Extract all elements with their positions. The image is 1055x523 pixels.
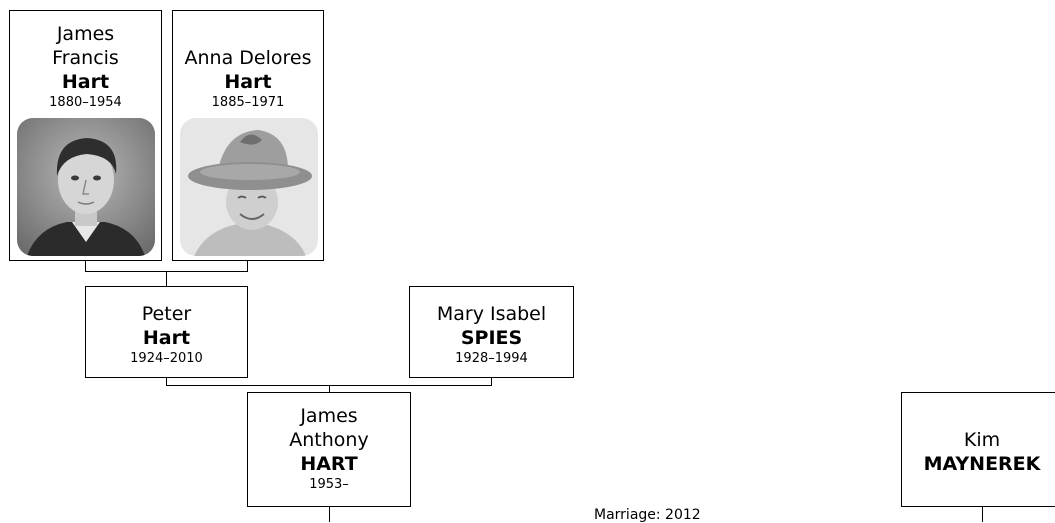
given-name-line: Mary Isabel (436, 303, 547, 325)
portrait-photo-icon (17, 118, 155, 256)
connector-gen1-child (166, 271, 167, 287)
connector-gen1-right-drop (247, 260, 248, 272)
person-card-james-francis-hart[interactable]: James Francis Hart 1880–1954 (9, 10, 162, 261)
connector-gen1-left-drop (85, 260, 86, 272)
life-dates: 1880–1954 (49, 95, 122, 110)
surname: MAYNEREK (923, 453, 1041, 475)
marriage-label: Marriage: 2012 (594, 507, 701, 523)
life-dates: 1885–1971 (211, 95, 285, 110)
given-name-line: Anthony (289, 429, 369, 451)
given-name-line: Francis (52, 47, 119, 69)
connector-gen2-left-drop (166, 377, 167, 386)
connector-james-anthony-down (329, 506, 330, 522)
connector-kim-down (982, 506, 983, 522)
person-card-kim-maynerek[interactable]: Kim MAYNEREK (901, 392, 1055, 507)
surname: Hart (142, 327, 191, 349)
given-name-line: Peter (141, 303, 192, 325)
life-dates: 1924–2010 (130, 351, 203, 366)
portrait-photo-icon (180, 118, 318, 256)
given-name-line: James (300, 405, 358, 427)
given-name-line: Anna Delores (184, 47, 312, 69)
connector-gen2-child (329, 385, 330, 393)
surname: Hart (224, 71, 272, 93)
surname: SPIES (460, 327, 523, 349)
person-card-james-anthony-hart[interactable]: James Anthony HART 1953– (247, 392, 411, 507)
surname: Hart (61, 71, 110, 93)
given-name-line: Kim (963, 429, 1001, 451)
person-card-peter-hart[interactable]: Peter Hart 1924–2010 (85, 286, 248, 378)
connector-gen2-right-drop (491, 377, 492, 386)
person-card-anna-delores-hart[interactable]: Anna Delores Hart 1885–1971 (172, 10, 324, 261)
life-dates: 1928–1994 (455, 351, 528, 366)
person-card-mary-isabel-spies[interactable]: Mary Isabel SPIES 1928–1994 (409, 286, 574, 378)
surname: HART (300, 453, 358, 475)
life-dates: 1953– (309, 477, 349, 492)
given-name-line: James (56, 23, 115, 45)
